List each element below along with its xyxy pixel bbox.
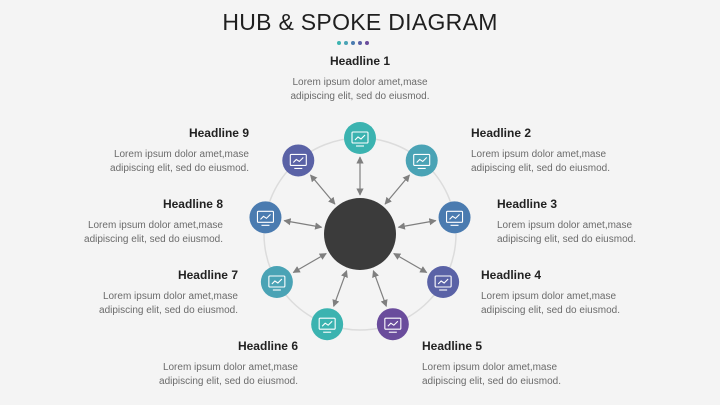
monitor-chart-icon bbox=[351, 131, 369, 147]
accent-dot-1 bbox=[337, 41, 341, 45]
spoke-1-description-line-2: adipiscing elit, sed do eiusmod. bbox=[290, 91, 430, 102]
spoke-9-description-line-1: Lorem ipsum dolor amet,mase bbox=[113, 149, 249, 160]
spoke-5-description-line-2: adipiscing elit, sed do eiusmod. bbox=[422, 376, 561, 387]
spoke-9-headline: Headline 9 bbox=[188, 126, 249, 140]
spoke-7-headline: Headline 7 bbox=[177, 268, 238, 282]
spoke-arrow-3 bbox=[397, 218, 437, 230]
spoke-node-2 bbox=[405, 144, 438, 177]
team-chart-icon bbox=[434, 275, 452, 291]
accent-dot-5 bbox=[365, 41, 369, 45]
spoke-arrow-8 bbox=[283, 218, 323, 230]
spoke-7-description-line-1: Lorem ipsum dolor amet,mase bbox=[102, 291, 238, 302]
spoke-5-description-line-1: Lorem ipsum dolor amet,mase bbox=[422, 362, 558, 373]
hub-circle bbox=[324, 198, 396, 270]
accent-dot-3 bbox=[351, 41, 355, 45]
title-accent-dots bbox=[337, 41, 369, 45]
spoke-node-1 bbox=[344, 122, 376, 154]
spoke-node-4 bbox=[427, 266, 460, 298]
spoke-8-headline: Headline 8 bbox=[162, 197, 223, 211]
spoke-arrow-4 bbox=[393, 252, 428, 274]
spoke-6-description-line-1: Lorem ipsum dolor amet,mase bbox=[162, 362, 298, 373]
spoke-arrow-9 bbox=[310, 174, 336, 205]
page-title: HUB & SPOKE DIAGRAM bbox=[222, 9, 498, 35]
presentation-icon bbox=[445, 210, 464, 226]
spoke-6-description-line-2: adipiscing elit, sed do eiusmod. bbox=[159, 376, 298, 387]
browser-chart-icon bbox=[256, 210, 275, 226]
spoke-4-headline: Headline 4 bbox=[481, 268, 542, 282]
spoke-6-headline: Headline 6 bbox=[237, 339, 298, 353]
spoke-arrow-2 bbox=[384, 174, 410, 205]
spoke-4-description-line-1: Lorem ipsum dolor amet,mase bbox=[481, 291, 617, 302]
spoke-node-7 bbox=[260, 266, 293, 298]
accent-dot-4 bbox=[358, 41, 362, 45]
spoke-4-description-line-2: adipiscing elit, sed do eiusmod. bbox=[481, 305, 620, 316]
spoke-1-headline: Headline 1 bbox=[329, 54, 391, 68]
spoke-arrow-5 bbox=[372, 269, 388, 308]
spoke-7-description-line-2: adipiscing elit, sed do eiusmod. bbox=[99, 305, 238, 316]
spoke-3-description-line-2: adipiscing elit, sed do eiusmod. bbox=[497, 234, 636, 245]
spoke-node-8 bbox=[249, 201, 282, 234]
spoke-3-headline: Headline 3 bbox=[497, 197, 558, 211]
spoke-5-headline: Headline 5 bbox=[422, 339, 483, 353]
spoke-arrow-7 bbox=[292, 252, 327, 274]
spoke-node-9 bbox=[282, 144, 315, 177]
spoke-2-description-line-2: adipiscing elit, sed do eiusmod. bbox=[471, 163, 610, 174]
analytics-board-icon bbox=[268, 275, 286, 291]
spoke-node-3 bbox=[438, 201, 471, 234]
spoke-9-description-line-2: adipiscing elit, sed do eiusmod. bbox=[110, 163, 249, 174]
spoke-8-description-line-1: Lorem ipsum dolor amet,mase bbox=[87, 220, 223, 231]
spoke-arrow-6 bbox=[332, 269, 348, 308]
spoke-2-headline: Headline 2 bbox=[471, 126, 532, 140]
spoke-node-6 bbox=[311, 308, 344, 341]
spoke-2-description-line-1: Lorem ipsum dolor amet,mase bbox=[471, 149, 607, 160]
spoke-3-description-line-1: Lorem ipsum dolor amet,mase bbox=[497, 220, 633, 231]
accent-dot-2 bbox=[344, 41, 348, 45]
dashboard-icon bbox=[413, 153, 431, 170]
money-bag-icon bbox=[384, 317, 402, 333]
report-icon bbox=[318, 317, 336, 333]
gear-money-icon bbox=[289, 153, 307, 170]
spoke-node-5 bbox=[376, 308, 409, 341]
spoke-1-description-line-1: Lorem ipsum dolor amet,mase bbox=[292, 77, 428, 88]
spoke-8-description-line-2: adipiscing elit, sed do eiusmod. bbox=[84, 234, 223, 245]
